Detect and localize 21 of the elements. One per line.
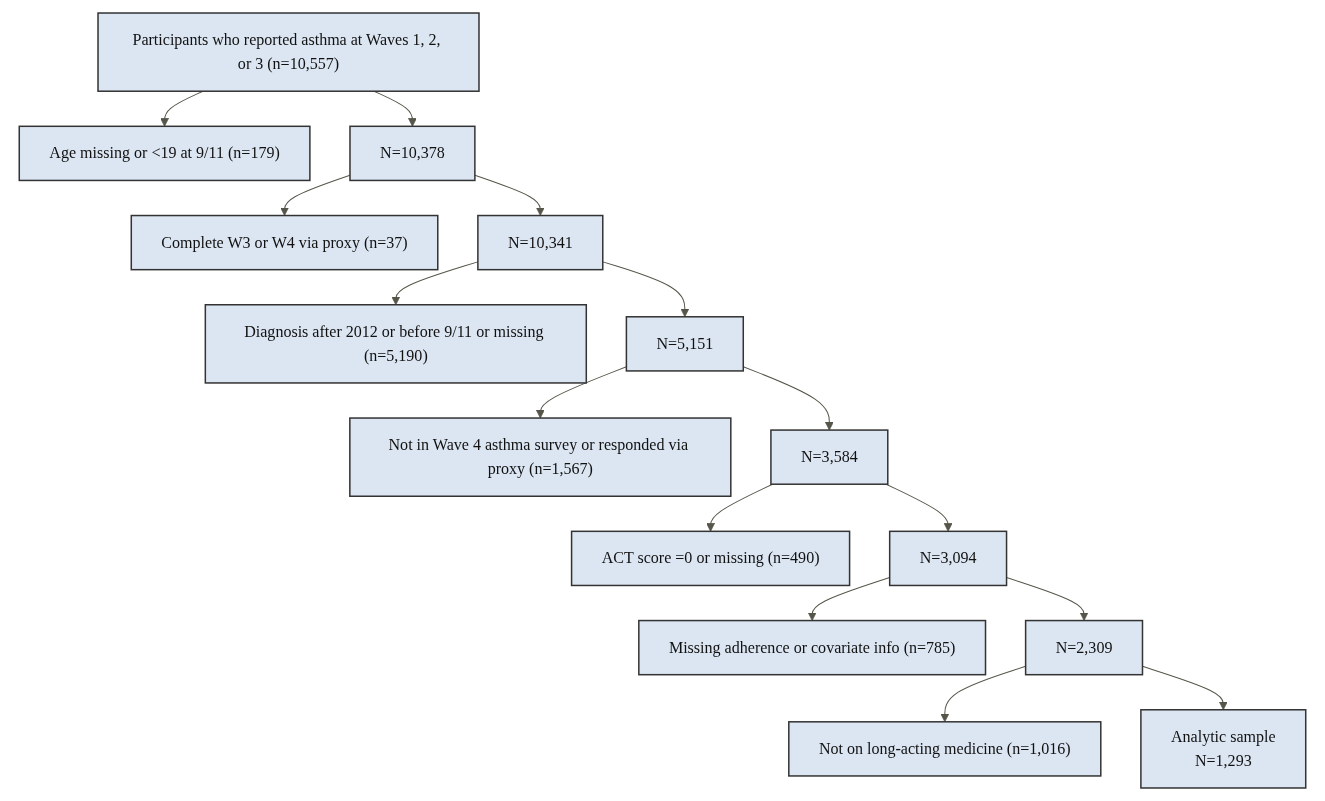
node-box: Diagnosis after 2012 or before 9/11 or missing (n=5,190) bbox=[204, 304, 588, 384]
node-box: Not in Wave 4 asthma survey or responded via proxy (n=1,567) bbox=[349, 417, 732, 497]
node-box: N=10,341 bbox=[477, 214, 604, 271]
node-box: Not on long-acting medicine (n=1,016) bbox=[788, 721, 1102, 777]
arrow bbox=[1142, 665, 1228, 711]
node-box: Complete W3 or W4 via proxy (n=37) bbox=[130, 214, 439, 271]
arrow bbox=[535, 366, 627, 419]
node-box: N=5,151 bbox=[625, 316, 744, 372]
arrow bbox=[474, 174, 545, 216]
arrow bbox=[602, 261, 690, 318]
node-box: N=3,094 bbox=[888, 530, 1008, 587]
node-box: Participants who reported asthma at Waves 1, 2, or 3 (n=10,557) bbox=[97, 12, 480, 92]
node-box: N=10,378 bbox=[349, 125, 476, 182]
node-box: ACT score =0 or missing (n=490) bbox=[570, 530, 851, 587]
node-box: Missing adherence or covariate info (n=785) bbox=[638, 619, 987, 676]
node-box: Age missing or <19 at 9/11 (n=179) bbox=[18, 125, 311, 182]
node-box: N=2,309 bbox=[1024, 619, 1144, 676]
arrow bbox=[1006, 577, 1089, 621]
node-box: N=3,584 bbox=[770, 429, 889, 485]
arrow bbox=[885, 483, 953, 532]
node-box: Analytic sample N=1,293 bbox=[1140, 709, 1307, 789]
